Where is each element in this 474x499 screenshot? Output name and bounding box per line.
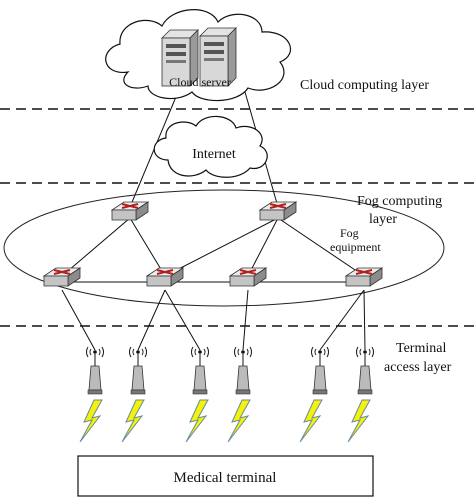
lightning-bolt-icon xyxy=(121,399,145,443)
server-icon xyxy=(161,29,199,87)
router-icon xyxy=(228,267,268,287)
terminal-layer-label-2: access layer xyxy=(384,360,452,375)
server-icon xyxy=(199,27,237,87)
lightning-bolt-icon xyxy=(79,399,103,443)
antenna-icon xyxy=(311,346,329,395)
router-icon xyxy=(145,267,185,287)
fog-link xyxy=(277,217,365,277)
terminal-link xyxy=(164,289,201,351)
router-icon xyxy=(258,201,298,221)
fog-equipment-label-2: equipment xyxy=(330,240,381,254)
fog-link xyxy=(247,217,279,277)
terminal-link xyxy=(242,289,249,351)
router-icon xyxy=(42,267,82,287)
router-icon xyxy=(344,267,384,287)
terminal-link xyxy=(319,289,365,351)
fog-link xyxy=(164,217,279,277)
fog-layer-label-1: Fog computing xyxy=(357,194,442,209)
wireless-links xyxy=(79,399,371,443)
terminal-layer-label-1: Terminal xyxy=(396,341,446,356)
fog-layer-ellipse xyxy=(3,189,445,307)
cloud-layer-label: Cloud computing layer xyxy=(300,78,429,93)
internet-label: Internet xyxy=(192,147,236,162)
lightning-bolt-icon xyxy=(227,399,251,443)
lightning-bolt-icon xyxy=(299,399,323,443)
antenna-icon xyxy=(86,346,104,395)
cloud-shape xyxy=(153,115,268,178)
terminal-link xyxy=(61,289,96,351)
antenna-icon xyxy=(129,346,147,395)
terminal-links xyxy=(61,289,366,351)
lightning-bolt-icon xyxy=(185,399,209,443)
antenna-icon xyxy=(234,346,252,395)
fog-layer-label-2: layer xyxy=(369,212,397,227)
cloud-server-cloud: Cloud server xyxy=(105,9,292,102)
medical-terminal-box: Medical terminal xyxy=(77,455,374,497)
internet-cloud: Internet xyxy=(153,115,268,178)
lightning-bolt-icon xyxy=(347,399,371,443)
terminal-link xyxy=(137,289,166,351)
terminal-link xyxy=(363,289,366,351)
antenna-icon xyxy=(356,346,374,395)
fog-link xyxy=(61,217,131,277)
antenna-icon xyxy=(191,346,209,395)
medical-terminal-label: Medical terminal xyxy=(174,470,277,486)
fog-link xyxy=(129,217,166,277)
router-icon xyxy=(110,201,150,221)
fog-links xyxy=(61,217,365,283)
fog-equipment-label-1: Fog xyxy=(340,226,359,240)
cloud-server-label: Cloud server xyxy=(169,75,231,89)
